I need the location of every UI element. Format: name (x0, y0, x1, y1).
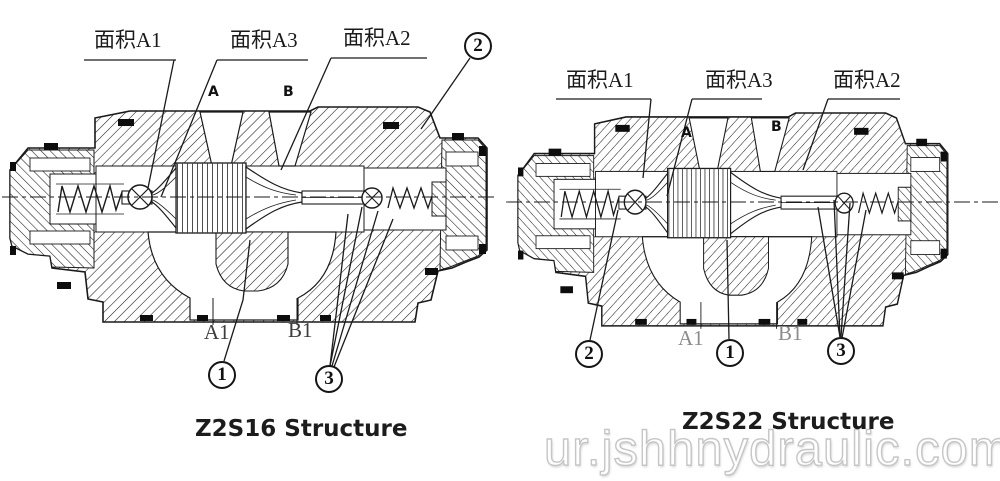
z2s22-area-a2-label: 面积A2 (833, 68, 901, 92)
z2s22-port-b1-label: B1 (778, 321, 803, 345)
z2s16-callout-1: 1 (208, 361, 236, 389)
z2s16-port-a-letter: A (208, 84, 219, 100)
z2s16-caption: Z2S16 Structure (195, 416, 408, 442)
z2s16-area-a2-label: 面积A2 (343, 26, 411, 50)
z2s22-callout-2: 2 (575, 340, 603, 368)
z2s16-port-a1-label: A1 (204, 320, 230, 344)
z2s16-port-b-letter: B (283, 84, 294, 100)
z2s16-port-b1-label: B1 (288, 318, 313, 342)
z2s22-caption: Z2S22 Structure (682, 409, 895, 435)
z2s22-callout-3: 3 (827, 337, 855, 365)
z2s22-port-b-letter: B (771, 119, 782, 135)
z2s22-callout-1: 1 (716, 339, 744, 367)
z2s22-port-a-letter: A (681, 125, 692, 141)
z2s22-area-a3-label: 面积A3 (705, 68, 773, 92)
z2s16-area-a3-label: 面积A3 (230, 28, 298, 52)
z2s16-area-a1-label: 面积A1 (94, 28, 162, 52)
z2s22-port-a1-label: A1 (678, 326, 704, 350)
z2s22-valve-body (506, 112, 998, 330)
site-watermark: ur.jshhnydraulic.com (543, 421, 1000, 476)
z2s16-callout-2: 2 (464, 32, 492, 60)
z2s22-area-a1-label: 面积A1 (566, 68, 634, 92)
annotation-leader-lines (84, 57, 900, 368)
z2s16-valve-body (2, 106, 497, 326)
z2s16-callout-3: 3 (315, 365, 343, 393)
